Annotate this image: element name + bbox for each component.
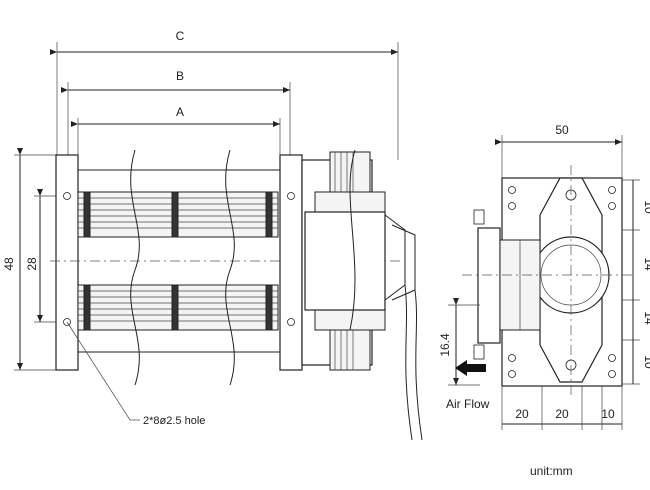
end-view: 50 10: [438, 123, 650, 478]
dim-c-label: C: [176, 29, 185, 43]
motor-assembly: [301, 151, 416, 371]
dim-a-label: A: [176, 105, 184, 119]
dim-48: 48: [2, 148, 58, 371]
dim-20-left: 20: [515, 407, 529, 421]
mount-hole: [608, 354, 616, 362]
mount-hole: [508, 370, 516, 378]
mount-hole: [508, 202, 516, 210]
right-end-plate: [279, 154, 303, 371]
dim-48-label: 48: [2, 257, 16, 271]
dim-14-upper: 14: [642, 257, 650, 271]
bracket: [477, 227, 501, 344]
dim-16-4: 16.4: [438, 298, 480, 386]
dim-10-top: 10: [642, 200, 650, 214]
break-line: [225, 149, 235, 386]
dim-14-lower: 14: [642, 311, 650, 325]
hole-note: 2*8ø2.5 hole: [143, 415, 205, 427]
mount-hole: [508, 186, 516, 194]
dim-b: B: [61, 69, 291, 160]
airflow-arrow: [455, 360, 486, 376]
dim-10-bottom-right: 10: [601, 407, 615, 421]
dim-20-right: 20: [555, 407, 569, 421]
left-end-plate: [55, 154, 79, 371]
dim-b-label: B: [176, 69, 184, 83]
upper-rotor: [77, 191, 279, 238]
dim-28-label: 28: [25, 257, 39, 271]
lead-wire: [404, 284, 413, 441]
mount-hole: [63, 192, 71, 200]
dim-50-label: 50: [555, 123, 569, 137]
dim-bottom: 20 20 10: [501, 386, 623, 430]
mount-hole: [287, 318, 295, 326]
dim-10-bottom: 10: [642, 355, 650, 369]
mount-hole: [608, 202, 616, 210]
dim-50: 50: [495, 123, 623, 178]
lead-wire: [414, 289, 423, 441]
mount-hole: [287, 192, 295, 200]
dim-c: C: [50, 29, 399, 160]
mount-hole: [608, 186, 616, 194]
lower-rotor: [77, 284, 279, 331]
hole-leader: [66, 321, 131, 421]
mount-hole: [608, 370, 616, 378]
lead-wire: [349, 149, 356, 331]
dim-16-4-label: 16.4: [438, 333, 452, 357]
airflow-label: Air Flow: [446, 397, 490, 411]
unit-note: unit:mm: [530, 464, 573, 478]
mount-hole: [508, 354, 516, 362]
break-line: [130, 149, 140, 386]
dim-a: A: [71, 105, 281, 160]
side-view: C B A 48 28: [2, 29, 423, 441]
dim-right: 10 14 14 10: [622, 179, 650, 385]
